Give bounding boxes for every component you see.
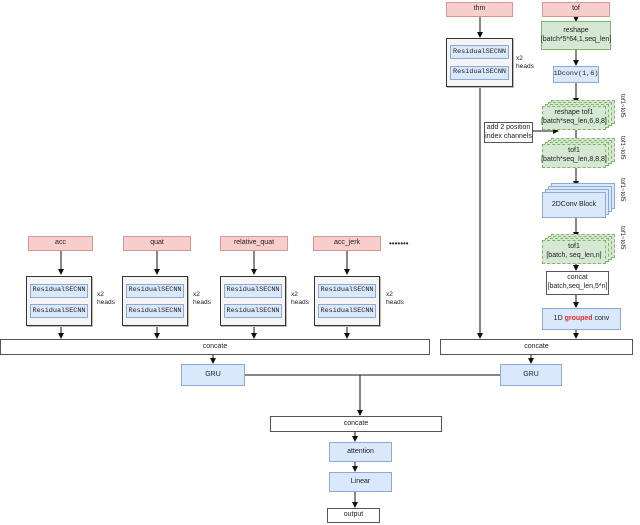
concate-left-label: concate (202, 342, 228, 350)
concat-tof: concat [batch,seq_len,5*n] (546, 271, 609, 295)
input-quat-label: quat (150, 239, 164, 247)
residualsecnn-group-acc: ResidualSECNN ResidualSECNN (26, 276, 92, 326)
tof-stack-label: tof1~tof5 (619, 178, 625, 202)
heads-word: heads (97, 298, 115, 306)
tof1-8x8: tof1 [batch*seq_len,8,8,8] (541, 144, 607, 168)
input-acc-jerk-label: acc_jerk (333, 239, 361, 247)
conv2d-block-label: 2DConv Block (551, 200, 597, 208)
heads-word: heads (291, 298, 309, 306)
add-position-line1: add 2 position (486, 123, 531, 131)
reshape-tof1-line1: reshape tof1 (554, 109, 594, 117)
tof1-8x8-line1: tof1 (568, 147, 580, 155)
residualsecnn-block: ResidualSECNN (318, 283, 376, 298)
tof-stack-label: tof1~tof5 (619, 136, 625, 160)
input-relative-quat: relative_quat (220, 236, 288, 251)
input-tof: tof (542, 2, 610, 17)
concate-right-label: concate (524, 342, 549, 350)
linear-label: Linear (350, 477, 371, 485)
output-label: output (343, 511, 364, 519)
concat-tof-line1: concat (567, 274, 588, 282)
heads-count: x2 (291, 291, 298, 298)
input-acc-label: acc (55, 239, 66, 247)
grouped-conv-highlight: grouped (564, 314, 593, 322)
concate-right: concate (440, 339, 633, 355)
heads-count: x2 (516, 55, 523, 62)
residualsecnn-block: ResidualSECNN (318, 304, 376, 319)
tof1-seq: tof1 [batch, seq_len,n] (542, 240, 606, 264)
heads-count: x2 (386, 291, 393, 298)
input-thm-label: thm (473, 5, 486, 13)
heads-count: x2 (97, 291, 104, 298)
output-block: output (327, 508, 380, 523)
grouped-conv-block: 1D grouped conv (542, 308, 621, 330)
residualsecnn-block: ResidualSECNN (30, 283, 88, 298)
tof-stack-label: tof1~tof5 (619, 226, 625, 250)
reshape-tof1: reshape tof1 [batch*seq_len,6,8,8] (541, 106, 607, 130)
residualsecnn-block: ResidualSECNN (30, 304, 88, 319)
residualsecnn-block: ResidualSECNN (450, 45, 509, 60)
concat-tof-line2: [batch,seq_len,5*n] (547, 283, 608, 290)
add-position-channels: add 2 position index channels (484, 122, 533, 143)
input-acc-jerk: acc_jerk (313, 236, 381, 251)
tof-stack-label: tof1~tof5 (619, 94, 625, 118)
tof1-8x8-line2: [batch*seq_len,8,8,8] (541, 156, 607, 163)
residualsecnn-block: ResidualSECNN (224, 283, 282, 298)
heads-word: heads (516, 62, 534, 70)
concate-final-label: concate (343, 419, 369, 427)
reshape-tof-line1: reshape (563, 26, 589, 34)
gru-right: GRU (500, 364, 562, 386)
heads-word: heads (193, 298, 211, 306)
grouped-conv-pre: 1D (553, 314, 565, 322)
add-position-line2: index channels (485, 132, 532, 140)
linear-block: Linear (329, 472, 392, 492)
grouped-conv-post: conv (592, 314, 610, 322)
reshape-tof1-line2: [batch*seq_len,6,8,8] (541, 118, 607, 125)
reshape-tof: reshape [batch*5*64,1,seq_len] (541, 21, 611, 50)
attention-block: attention (329, 442, 392, 462)
residualsecnn-block: ResidualSECNN (224, 304, 282, 319)
residualsecnn-block: ResidualSECNN (450, 65, 509, 80)
residualsecnn-group-quat: ResidualSECNN ResidualSECNN (122, 276, 188, 326)
gru-left: GRU (181, 364, 245, 386)
residualsecnn-group-relative-quat: ResidualSECNN ResidualSECNN (220, 276, 286, 326)
residualsecnn-block: ResidualSECNN (126, 283, 184, 298)
input-thm: thm (446, 2, 513, 17)
attention-label: attention (347, 447, 374, 455)
concate-final: concate (270, 416, 442, 432)
gru-left-label: GRU (205, 370, 221, 378)
concate-left: concate (0, 339, 430, 355)
more-inputs-ellipsis: ••••••• (389, 239, 409, 248)
residualsecnn-block: ResidualSECNN (126, 304, 184, 319)
conv1d-block: 1Dconv(1,6) (553, 66, 599, 83)
residualsecnn-group-acc-jerk: ResidualSECNN ResidualSECNN (314, 276, 380, 326)
input-relative-quat-label: relative_quat (233, 239, 275, 247)
tof1-seq-line2: [batch, seq_len,n] (546, 252, 602, 259)
input-acc: acc (28, 236, 93, 251)
input-quat: quat (123, 236, 191, 251)
heads-count: x2 (193, 291, 200, 298)
input-tof-label: tof (572, 5, 580, 13)
gru-right-label: GRU (523, 370, 539, 378)
reshape-tof-line2: [batch*5*64,1,seq_len] (540, 35, 612, 43)
residualsecnn-group-thm: ResidualSECNN ResidualSECNN (446, 38, 513, 87)
conv2d-block: 2DConv Block (542, 192, 606, 218)
heads-word: heads (386, 298, 404, 306)
tof1-seq-line1: tof1 (568, 243, 580, 251)
